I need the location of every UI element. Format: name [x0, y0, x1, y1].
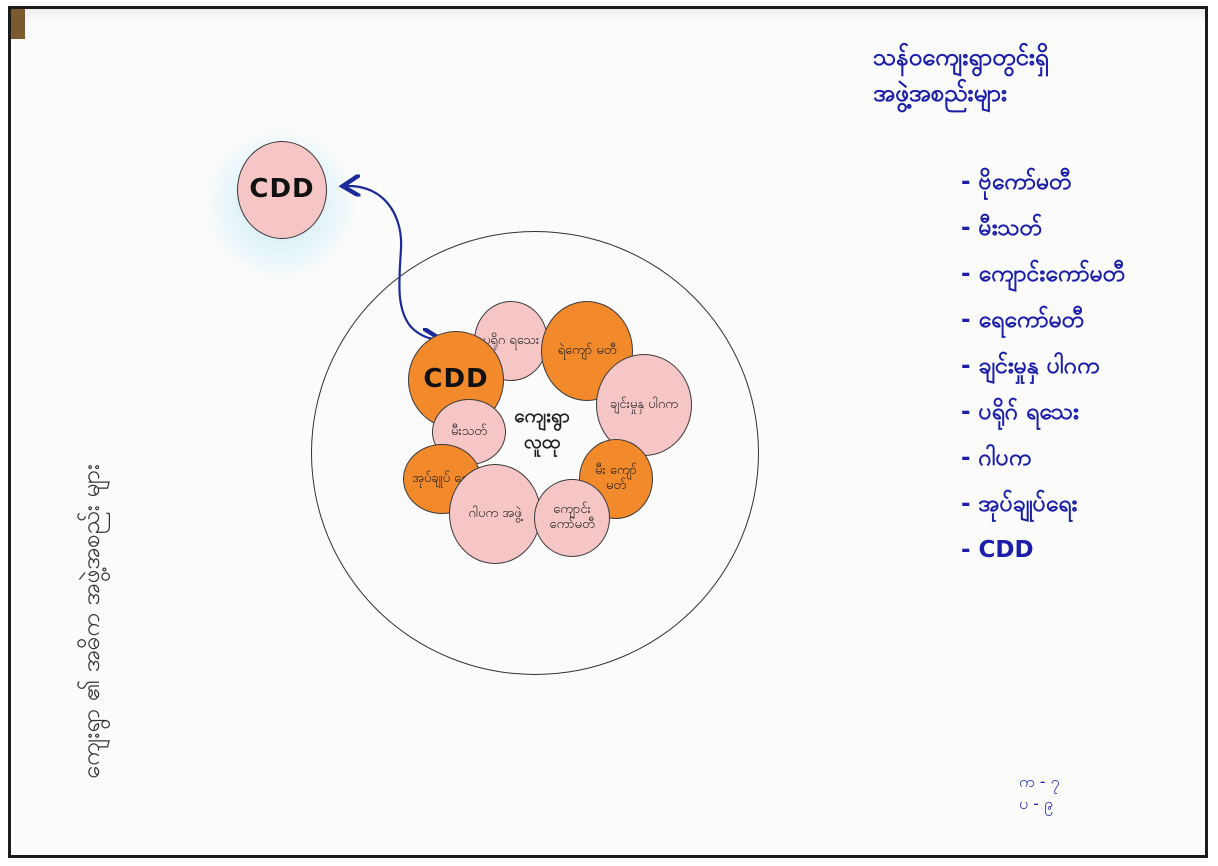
outer-cdd-bubble: CDD — [237, 141, 327, 239]
center-label-line2: လူထု — [523, 430, 561, 453]
center-label-line1: ကျေးရွာ — [514, 405, 570, 427]
heading: သန်ဝကျေးရွာတွင်းရှိ အဖွဲ့အစည်းများ — [873, 39, 1193, 111]
bubble-7: ဂါပက အဖွဲ့ — [449, 464, 541, 564]
list-item: - ဗိုကော်မတီ — [961, 169, 1072, 195]
heading-line1: သန်ဝကျေးရွာတွင်းရှိ — [873, 43, 1049, 71]
outer-cdd-label: CDD — [249, 174, 315, 205]
village-boundary-circle — [311, 231, 759, 675]
list-item: - ကျောင်းကော်မတီ — [961, 261, 1126, 287]
list-item: - မီးသတ် — [961, 215, 1043, 241]
bubble-3: ချင်းမှုနှ ပါဂက — [596, 354, 692, 456]
link-arrow — [11, 9, 1208, 858]
ratio-line2: ပ - ၉ — [1019, 794, 1054, 814]
list-item: - ဂါပက — [961, 445, 1032, 471]
ratio-line1: က - ၇ — [1019, 772, 1060, 791]
organization-list: - ဗိုကော်မတီ - မီးသတ် - ကျောင်းကော်မတီ -… — [961, 159, 1125, 573]
list-item: - ပရိုဂ် ရသေး — [961, 399, 1079, 425]
bubble-8: ကျောင်း ကော်မတီ — [534, 479, 610, 557]
drawing-paper: ကျေးရွာ ၏ အဓိက အဖွဲ့အစည်း များ CDD ပရိုဂ… — [8, 6, 1208, 858]
list-item: - အုပ်ချုပ်ရေး — [961, 491, 1078, 517]
paper-corner-tab — [11, 9, 25, 39]
center-label: ကျေးရွာ လူထု — [497, 404, 587, 455]
list-item: - ရေကော်မတီ — [961, 307, 1085, 333]
cluster-cdd-label: CDD — [423, 364, 489, 395]
ratio-note: က - ၇ ပ - ၉ — [1019, 771, 1060, 816]
heading-line2: အဖွဲ့အစည်းများ — [873, 79, 1008, 107]
list-item: - ချင်းမှုနှ ပါဂက — [961, 353, 1100, 379]
paper-edge-shade — [11, 9, 1205, 23]
list-item: - CDD — [961, 537, 1034, 563]
